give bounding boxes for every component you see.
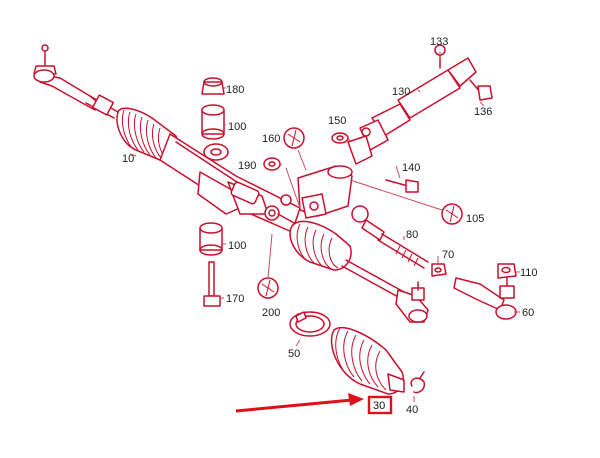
- left-tie-rod-end: [33, 44, 119, 119]
- callout-10: 10: [122, 153, 134, 165]
- bolt-140: [385, 179, 419, 193]
- left-bellows-boot: [116, 107, 178, 161]
- wrench-icon: [441, 203, 463, 225]
- nut-70: [431, 263, 447, 277]
- bellows-boot-30: [330, 327, 405, 395]
- highlight-box: [367, 395, 393, 415]
- callout-labels: 10 180 100 160 190 150 133 130 136 140 1…: [122, 36, 538, 416]
- callout-60: 60: [522, 307, 534, 319]
- clip-40: [410, 371, 426, 394]
- washer-150: [331, 132, 349, 144]
- arrow-head: [348, 393, 364, 406]
- callout-200: 200: [262, 307, 280, 319]
- callout-190: 190: [238, 160, 256, 172]
- callout-80: 80: [406, 229, 418, 241]
- callout-160: 160: [262, 133, 280, 145]
- callout-136: 136: [474, 106, 492, 118]
- bolt-136: [469, 79, 493, 101]
- bolt-170: [203, 261, 221, 307]
- leader-lines: [129, 52, 520, 402]
- callout-50: 50: [288, 348, 300, 360]
- wrench-icon: [283, 127, 305, 149]
- right-tie-rod-end-assembled: [395, 281, 429, 323]
- nut-190: [263, 157, 281, 171]
- callout-150: 150: [328, 115, 346, 127]
- callout-133: 133: [430, 36, 448, 48]
- nut-110: [497, 263, 517, 279]
- pointer-arrow: [235, 398, 353, 413]
- bushing-100-upper: [201, 104, 225, 140]
- callout-110: 110: [520, 267, 538, 279]
- outer-tie-rod-end-60: [453, 277, 517, 320]
- callout-130: 130: [392, 86, 410, 98]
- callout-140: 140: [402, 162, 420, 174]
- right-bellows-boot-assembled: [289, 220, 405, 299]
- callout-180: 180: [226, 84, 244, 96]
- rack-housing: [159, 133, 301, 233]
- callout-100-lower: 100: [228, 240, 246, 252]
- highlighted-part: 30: [235, 393, 393, 415]
- callout-40: 40: [406, 404, 418, 416]
- clamp-50: [289, 311, 331, 337]
- bushing-100-lower: [199, 222, 223, 256]
- callout-100-upper: 100: [228, 121, 246, 133]
- callout-30: 30: [373, 400, 385, 412]
- inner-tie-rod-80: [351, 205, 429, 269]
- nut-180: [201, 77, 225, 95]
- callout-105: 105: [466, 213, 484, 225]
- intermediate-shaft: [347, 44, 477, 165]
- callout-70: 70: [442, 249, 454, 261]
- callout-170: 170: [226, 293, 244, 305]
- wrench-icon: [257, 277, 279, 299]
